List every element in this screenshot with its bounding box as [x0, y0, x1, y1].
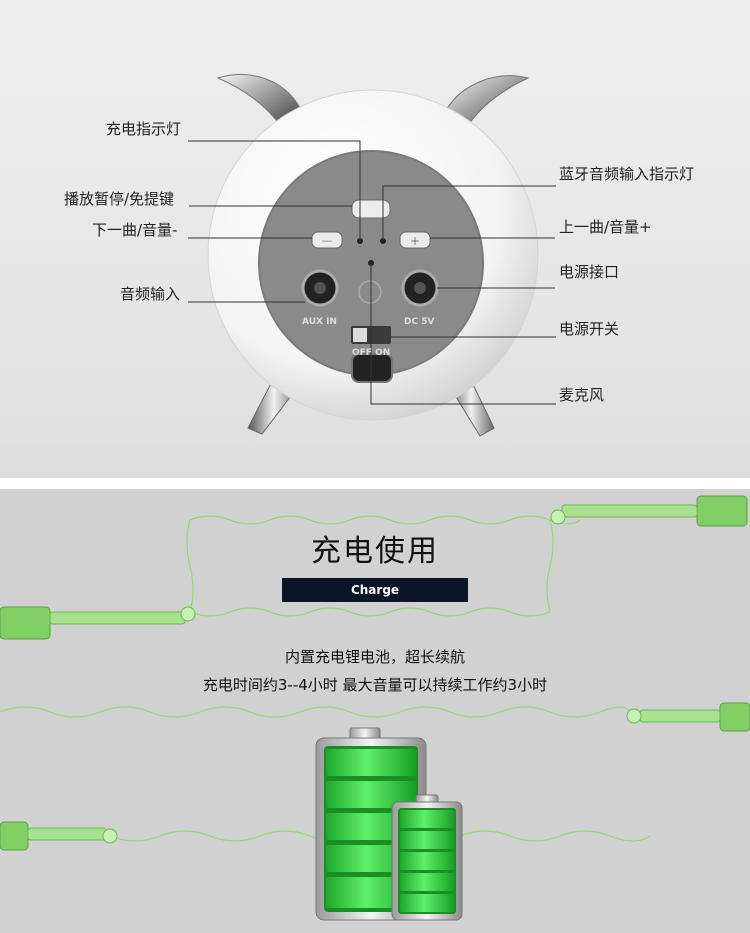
play-pause-key	[351, 199, 391, 219]
label-play-pause: 播放暂停/免提键	[64, 190, 175, 208]
charge-led	[357, 238, 363, 244]
dc-marking: DC 5V	[404, 317, 435, 327]
label-prev-volume-down: 下一曲/音量-	[92, 221, 178, 239]
label-microphone: 麦克风	[559, 386, 605, 404]
switch-marking: OFF ON	[352, 348, 391, 358]
charge-desc-line1: 内置充电锂电池，超长续航	[284, 648, 465, 666]
label-next-volume-up: 上一曲/音量+	[559, 218, 652, 236]
plus-key	[399, 231, 431, 249]
label-audio-input: 音频输入	[120, 285, 181, 303]
label-power-switch: 电源开关	[559, 320, 620, 338]
label-power-port: 电源接口	[559, 263, 620, 281]
battery-small-icon	[391, 794, 463, 921]
mic-bar	[351, 353, 393, 383]
svg-text:+: +	[410, 234, 420, 248]
mic-hole	[368, 260, 374, 266]
section-divider	[0, 478, 750, 489]
charge-badge: Charge	[282, 578, 468, 602]
charge-title: 充电使用	[311, 534, 439, 569]
speaker-illustration: — +	[188, 74, 556, 437]
label-bluetooth-indicator: 蓝牙音频输入指示灯	[559, 165, 695, 183]
cable-plugs	[0, 495, 750, 851]
charge-desc-line2: 充电时间约3--4小时 最大音量可以持续工作约3小时	[202, 676, 548, 694]
aux-marking: AUX IN	[302, 317, 337, 327]
svg-text:—: —	[322, 234, 333, 247]
label-charge-indicator: 充电指示灯	[106, 120, 182, 138]
bluetooth-led	[380, 238, 386, 244]
minus-key	[311, 231, 343, 249]
